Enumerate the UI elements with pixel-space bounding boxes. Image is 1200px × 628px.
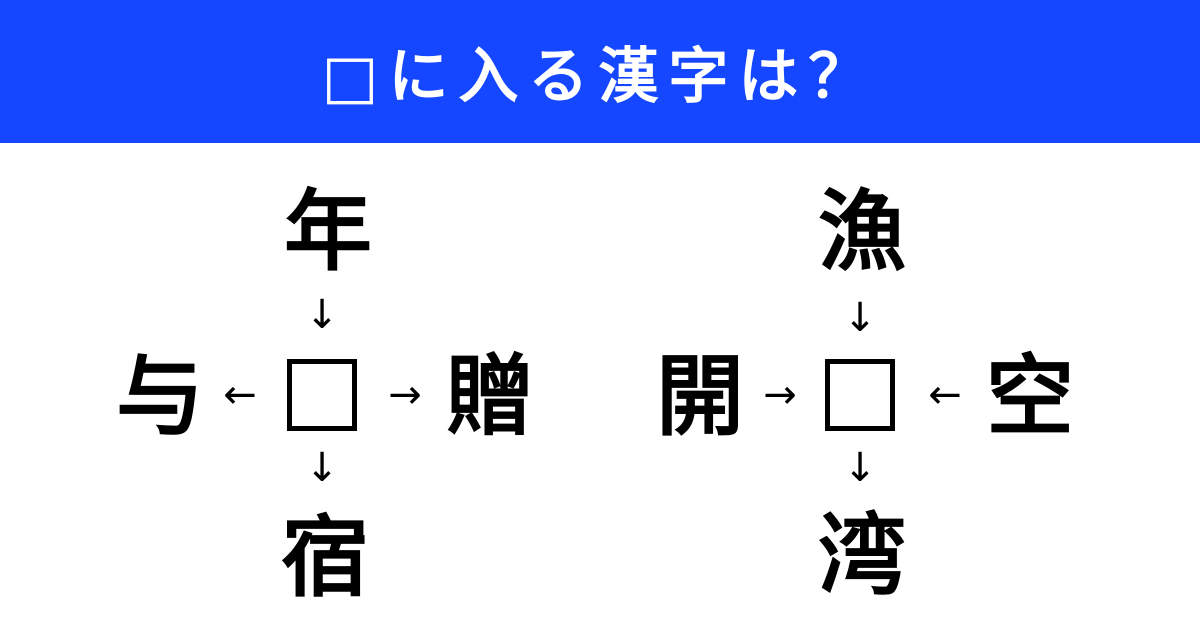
kanji-top: 年: [283, 180, 373, 283]
kanji-top: 漁: [817, 180, 907, 283]
blank-box: [825, 359, 895, 431]
kanji-right: 空: [985, 345, 1075, 448]
quiz-title: □に入る漢字は？: [321, 42, 879, 112]
arrow-bottom: ↓: [843, 445, 877, 491]
arrow-bottom: ↓: [305, 445, 339, 491]
arrow-right: →: [388, 372, 422, 418]
kanji-left: 与: [115, 345, 205, 448]
kanji-bottom: 宿: [280, 506, 370, 609]
kanji-bottom: 湾: [817, 504, 907, 607]
arrow-right: ←: [928, 372, 962, 418]
arrow-top: ↓: [843, 295, 877, 341]
kanji-left: 開: [655, 345, 745, 448]
header-banner: □に入る漢字は？: [0, 0, 1200, 143]
blank-box: [287, 359, 357, 431]
kanji-right: 贈: [445, 345, 535, 448]
arrow-top: ↓: [305, 292, 339, 338]
arrow-left: ←: [223, 372, 257, 418]
arrow-left: →: [763, 372, 797, 418]
